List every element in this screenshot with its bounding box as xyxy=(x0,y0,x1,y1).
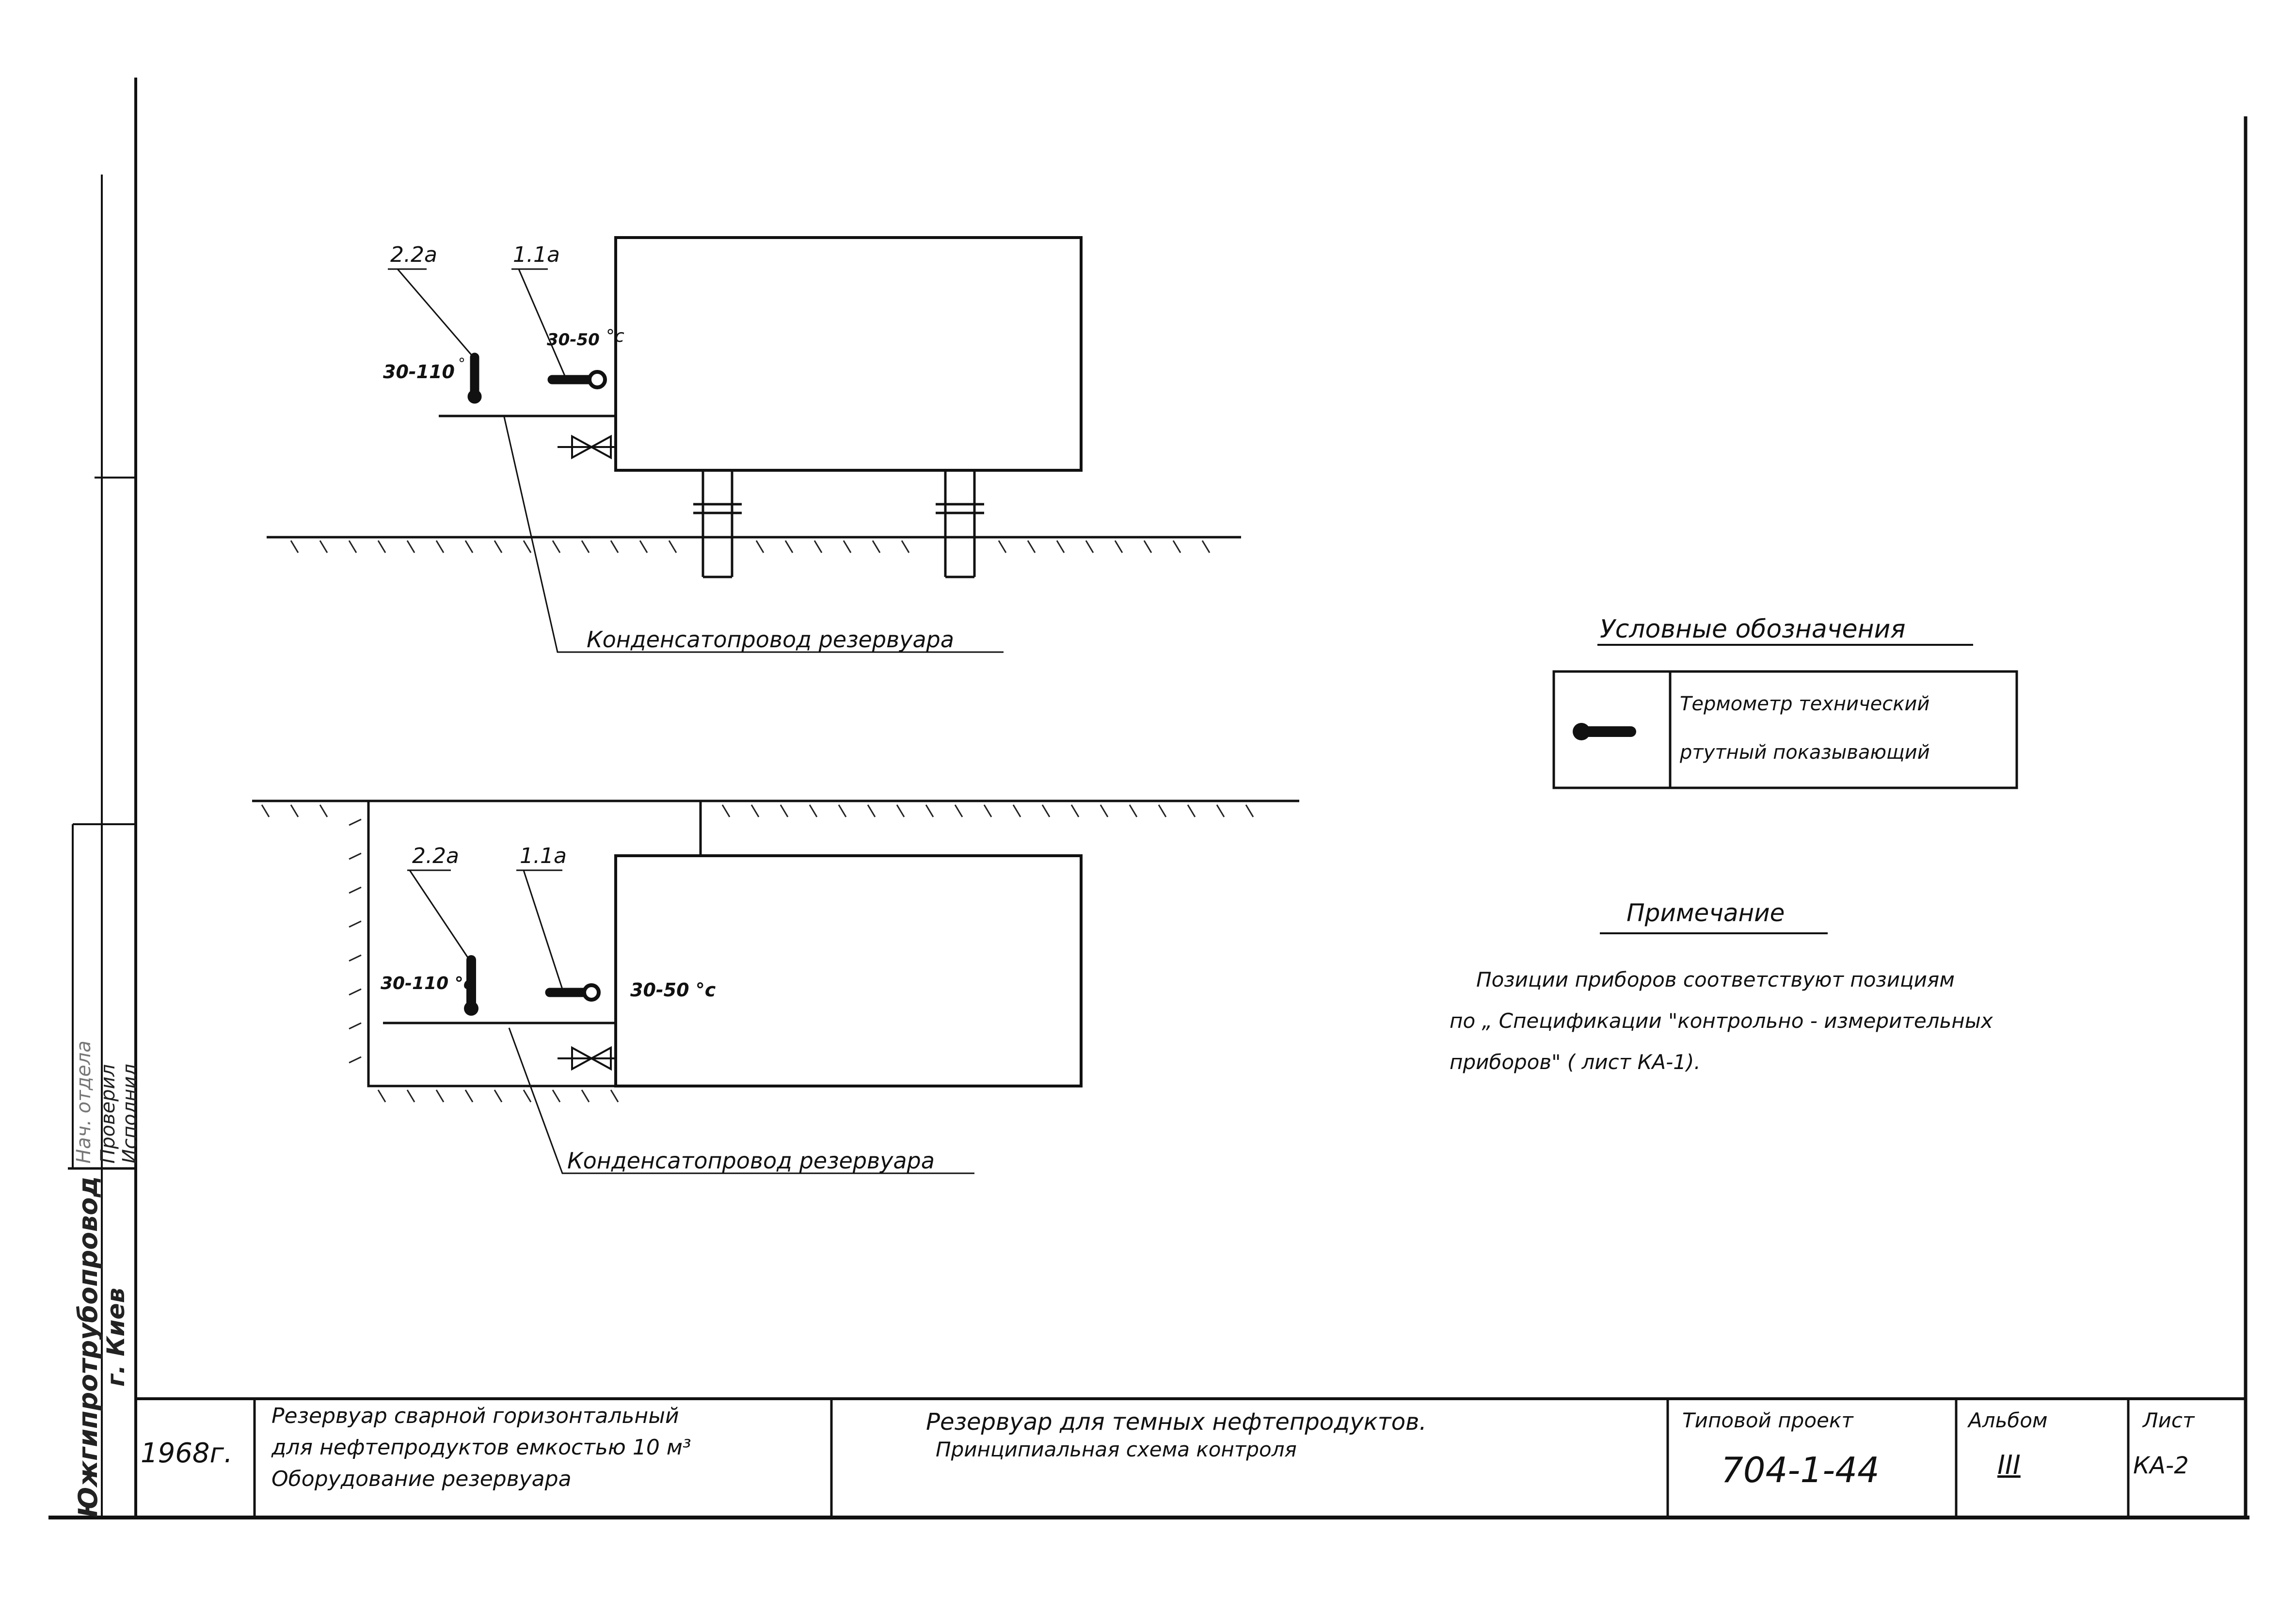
temperature-range: 30-110 °с xyxy=(381,974,474,993)
note-text: приборов" ( лист КА-1). xyxy=(1450,1050,1701,1074)
valve-icon xyxy=(558,434,616,460)
legend-title: Условные обозначения xyxy=(1600,615,1906,644)
drawing-title-1: Резервуар для темных нефтепродуктов. xyxy=(926,1408,1427,1436)
sidebar-grid xyxy=(68,175,136,1518)
project-label: Типовой проект xyxy=(1682,1408,1853,1432)
valve-icon xyxy=(558,1046,616,1071)
thermometer-icon xyxy=(464,955,478,1016)
legend-text: Термометр технический xyxy=(1680,693,1929,715)
organization-city: г. Киев xyxy=(102,1288,130,1387)
object-line-3: Оборудование резервуара xyxy=(271,1467,572,1491)
object-line-1: Резервуар сварной горизонтальный xyxy=(271,1404,679,1428)
title-block-grid xyxy=(136,1397,2246,1518)
tank-supports-top xyxy=(693,471,984,578)
instrument-tag: 1.1а xyxy=(520,844,567,868)
note: Примечание Позиции приборов соответствую… xyxy=(1450,899,1993,1074)
pipe-label: Конденсатопровод резервуара xyxy=(567,1148,935,1174)
album-value: III xyxy=(1997,1450,2021,1480)
instrument-tag: 2.2а xyxy=(412,844,459,868)
note-text: по „ Спецификации "контрольно - измерите… xyxy=(1450,1009,1993,1033)
tank-bottom xyxy=(614,854,1083,1087)
diagram-bottom: 2.2а 1.1а 30-110 °с 30-50 °с Конденсатоп… xyxy=(252,799,1299,1174)
pipe-label: Конденсатопровод резервуара xyxy=(587,626,954,653)
role-checked: Проверил xyxy=(97,1064,119,1164)
note-title: Примечание xyxy=(1626,899,1785,927)
drawing-title-2: Принципиальная схема контроля xyxy=(936,1438,1297,1461)
year: 1968г. xyxy=(141,1438,233,1469)
temperature-range: 30-50 °с xyxy=(630,979,716,1001)
tank-top xyxy=(614,236,1083,472)
thermometer-icon xyxy=(467,352,482,404)
pit-outline xyxy=(367,801,616,1087)
legend: Условные обозначения Термометр техническ… xyxy=(1552,615,2018,789)
sheet-frame xyxy=(48,78,2249,1519)
legend-text: ртутный показывающий xyxy=(1679,741,1930,764)
sheet-value: КА-2 xyxy=(2133,1452,2189,1479)
instrument-tag: 2.2а xyxy=(390,242,437,267)
temperature-range: 30-110 xyxy=(383,361,455,383)
project-number: 704-1-44 xyxy=(1721,1450,1880,1490)
temperature-unit: °с xyxy=(606,326,624,346)
role-head: Нач. отдела xyxy=(73,1040,95,1164)
thermometer-icon xyxy=(545,983,601,1002)
temperature-range: 30-50 xyxy=(547,330,600,350)
thermometer-icon xyxy=(1573,723,1636,740)
ground-hatch-bottom xyxy=(261,804,1254,1103)
temperature-unit: ° xyxy=(458,355,465,372)
role-performed: Исполнил xyxy=(119,1064,141,1164)
thermometer-icon xyxy=(547,370,607,389)
object-line-2: для нефтепродуктов емкостью 10 м³ xyxy=(271,1435,691,1460)
note-text: Позиции приборов соответствуют позициям xyxy=(1476,968,1955,991)
ground-hatch-top xyxy=(290,540,1211,553)
diagram-top: 2.2а 1.1а 30-110 ° 30-50 °с Конденсатопр… xyxy=(267,236,1241,653)
sheet-label: Лист xyxy=(2143,1408,2195,1432)
instrument-tag: 1.1а xyxy=(513,242,560,267)
organization-name: Южгипротрубопровод xyxy=(73,1176,103,1518)
album-label: Альбом xyxy=(1968,1408,2048,1432)
